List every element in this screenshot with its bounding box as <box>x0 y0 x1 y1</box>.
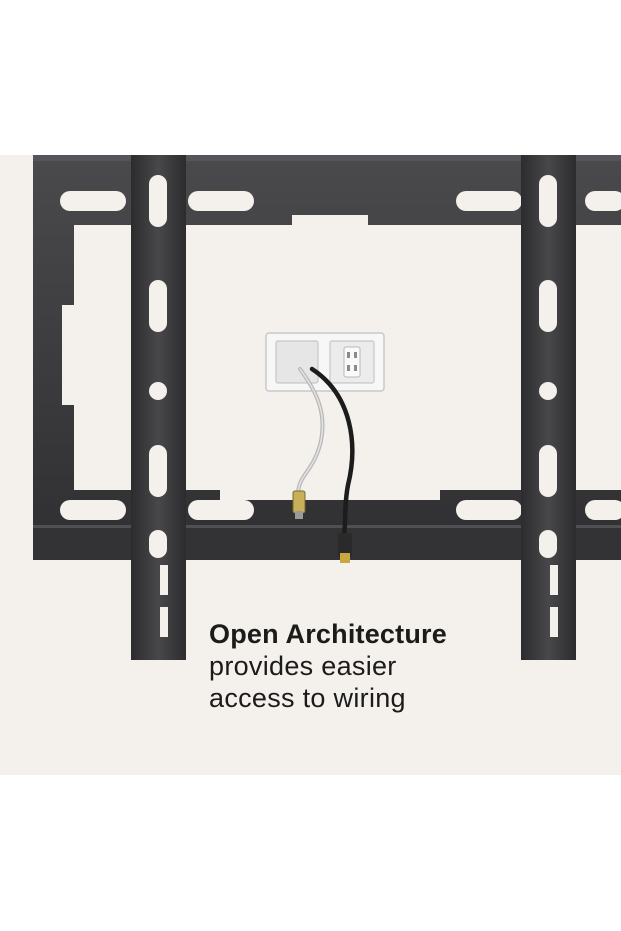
right-vertical-arm <box>521 155 576 660</box>
cable-connectors <box>292 490 352 563</box>
cables <box>296 366 355 540</box>
feature-caption: Open Architecture provides easier access… <box>209 618 447 714</box>
caption-line-1: provides easier <box>209 651 397 681</box>
wall-mount-scene: Open Architecture provides easier access… <box>0 155 621 775</box>
caption-headline: Open Architecture <box>209 619 447 649</box>
left-vertical-arm <box>131 155 186 660</box>
recessed-outlet-box <box>265 332 385 392</box>
caption-line-2: access to wiring <box>209 683 406 713</box>
tv-wall-mount-illustration <box>33 155 621 660</box>
